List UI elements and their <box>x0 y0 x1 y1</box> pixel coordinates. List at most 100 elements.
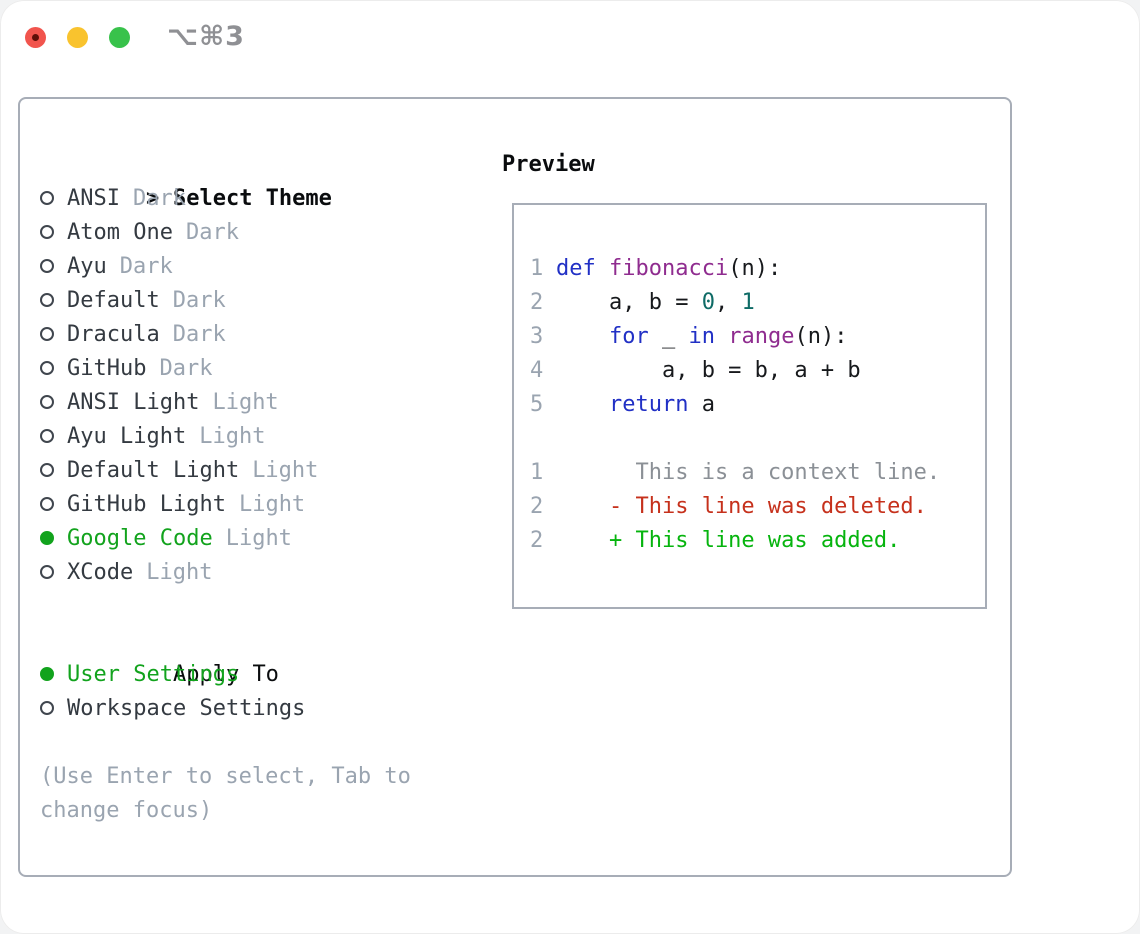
diff-text: This is a context line. <box>556 460 941 485</box>
theme-item-xcode[interactable]: XCode Light <box>40 556 411 590</box>
close-button[interactable] <box>25 27 46 48</box>
code-token: (n): <box>794 324 848 349</box>
spacer-row <box>40 726 411 760</box>
theme-name: XCode <box>67 560 134 585</box>
radio-icon <box>40 326 54 341</box>
radio-marker <box>40 250 67 284</box>
code-content: def fibonacci(n): <box>556 256 781 281</box>
radio-marker <box>40 454 67 488</box>
radio-marker <box>40 556 67 590</box>
radio-selected-icon <box>40 530 54 545</box>
hint-text: (Use Enter to select, Tab to change focu… <box>40 760 411 828</box>
code-line: 4 a, b = b, a + b <box>530 354 985 388</box>
radio-icon <box>40 190 54 205</box>
line-number: 4 <box>530 358 544 383</box>
line-number: 2 <box>530 494 544 519</box>
line-number: 5 <box>530 392 544 417</box>
radio-icon <box>40 496 54 511</box>
theme-name: ANSI <box>67 186 120 211</box>
theme-name: Default <box>67 288 160 313</box>
theme-variant: Light <box>238 492 306 517</box>
radio-marker <box>40 692 67 726</box>
code-line: 2 a, b = 0, 1 <box>530 286 985 320</box>
code-content: a, b = 0, 1 <box>556 290 755 315</box>
code-token: (n): <box>728 256 782 281</box>
minimize-button[interactable] <box>67 27 88 48</box>
theme-variant: Light <box>199 424 266 449</box>
code-token: in <box>688 324 715 349</box>
theme-name: ANSI Light <box>67 390 200 415</box>
radio-icon <box>40 462 54 477</box>
theme-item-ayu-light[interactable]: Ayu Light Light <box>40 420 411 454</box>
theme-name: Ayu <box>67 254 107 279</box>
line-number: 1 <box>530 460 544 485</box>
diff-line-ctx: 1 This is a context line. <box>530 456 985 490</box>
code-token <box>715 324 728 349</box>
blank-line <box>530 422 985 456</box>
theme-name: Ayu Light <box>67 424 187 449</box>
radio-marker <box>40 488 67 522</box>
diff-line-del: 2 - This line was deleted. <box>530 490 985 524</box>
code-token: , <box>714 290 742 315</box>
select-theme-header: >Select Theme <box>40 148 411 211</box>
apply-option-workspace-settings[interactable]: Workspace Settings <box>40 692 411 726</box>
window-title: ⌥⌘3 <box>167 21 245 52</box>
radio-icon <box>40 258 54 273</box>
radio-icon <box>40 224 54 239</box>
hint-line-1: (Use Enter to select, Tab to <box>40 764 411 789</box>
theme-variant: Light <box>252 458 319 483</box>
apply-option-user-settings[interactable]: User Settings <box>40 658 411 692</box>
theme-variant: Dark <box>172 288 226 313</box>
radio-icon <box>40 700 54 715</box>
code-token <box>556 324 609 349</box>
theme-item-ansi-light[interactable]: ANSI Light Light <box>40 386 411 420</box>
theme-variant: Dark <box>172 322 226 347</box>
theme-variant: Light <box>225 526 292 551</box>
theme-variant: Dark <box>159 356 213 381</box>
theme-variant: Light <box>146 560 213 585</box>
theme-item-default[interactable]: Default Dark <box>40 284 411 318</box>
radio-icon <box>40 428 54 443</box>
radio-icon <box>40 292 54 307</box>
theme-variant: Dark <box>132 186 186 211</box>
code-token <box>596 256 609 281</box>
theme-item-ayu[interactable]: Ayu Dark <box>40 250 411 284</box>
theme-variant: Dark <box>119 254 173 279</box>
code-token: a, b = b, a + b <box>556 358 861 383</box>
diff-text: - This line was deleted. <box>556 494 927 519</box>
code-token: def <box>556 256 596 281</box>
theme-name: Atom One <box>67 220 173 245</box>
theme-item-default-light[interactable]: Default Light Light <box>40 454 411 488</box>
spacer-row <box>40 590 411 624</box>
radio-marker <box>40 522 67 556</box>
radio-marker <box>40 318 67 352</box>
zoom-button[interactable] <box>109 27 130 48</box>
theme-name: Default Light <box>67 458 240 483</box>
code-line: 1 def fibonacci(n): <box>530 252 985 286</box>
code-content: return a <box>556 392 715 417</box>
diff-text: + This line was added. <box>556 528 901 553</box>
code-token <box>556 392 609 417</box>
apply-option-label: Workspace Settings <box>67 696 306 721</box>
line-number: 1 <box>530 256 544 281</box>
radio-marker <box>40 658 67 692</box>
code-token: return <box>608 392 689 417</box>
radio-icon <box>40 394 54 409</box>
theme-item-ansi[interactable]: ANSI Dark <box>40 182 411 216</box>
radio-icon <box>40 564 54 579</box>
select-theme-title: Select Theme <box>172 186 332 211</box>
line-number: 2 <box>530 290 544 315</box>
code-content: a, b = b, a + b <box>556 358 861 383</box>
close-button-dot-icon <box>32 34 39 41</box>
code-line: 5 return a <box>530 388 985 422</box>
theme-variant: Light <box>212 390 279 415</box>
